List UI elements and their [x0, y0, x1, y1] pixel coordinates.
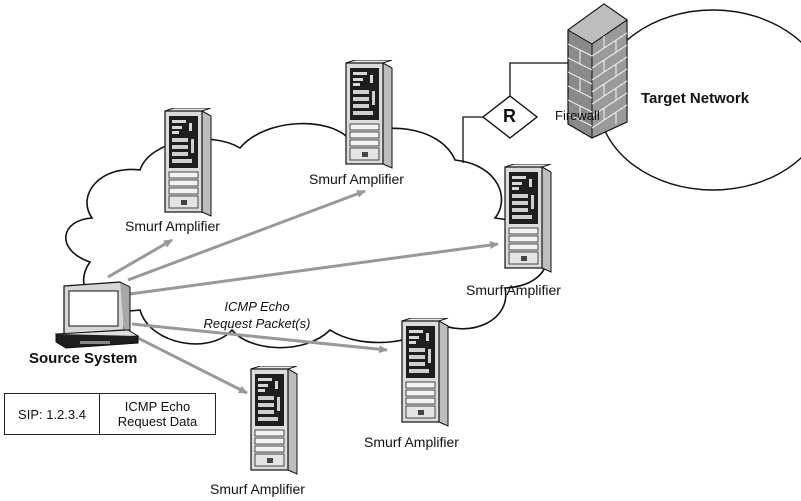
packet-data-field: ICMP Echo Request Data — [100, 394, 215, 434]
icmp-echo-line2: Request Packet(s) — [203, 316, 311, 331]
router-label: R — [503, 106, 516, 126]
arrow-to-amplifier-left — [107, 238, 173, 279]
brick-wall-icon — [567, 3, 628, 139]
icmp-echo-line1: ICMP Echo — [224, 299, 290, 314]
icmp-echo-label: ICMP Echo Request Packet(s) — [202, 298, 312, 332]
amplifier-label-lower-right: Smurf Amplifier — [364, 434, 459, 450]
desktop-computer-icon — [54, 281, 140, 349]
packet-data-line2: Request Data — [117, 414, 198, 429]
amplifier-label-left: Smurf Amplifier — [125, 218, 220, 234]
firewall-label: Firewall — [555, 108, 600, 123]
arrow-to-amplifier-right — [129, 241, 499, 296]
amplifier-label-bottom: Smurf Amplifier — [210, 481, 305, 497]
packet-sip-field: SIP: 1.2.3.4 — [5, 394, 100, 434]
server-tower-icon — [250, 366, 298, 475]
amplifier-label-top: Smurf Amplifier — [309, 171, 404, 187]
server-tower-icon — [164, 108, 212, 217]
server-tower-icon — [345, 60, 393, 169]
packet-data-line1: ICMP Echo — [124, 399, 191, 414]
network-links — [462, 62, 568, 163]
icmp-arrows — [107, 189, 499, 395]
router-diamond-icon — [481, 95, 539, 139]
arrow-to-amplifier-bottom — [125, 330, 248, 395]
server-tower-icon — [504, 164, 552, 273]
packet-structure: SIP: 1.2.3.4 ICMP Echo Request Data — [4, 393, 216, 435]
amplifier-label-right: Smurf Amplifier — [466, 282, 561, 298]
source-system-label: Source System — [29, 350, 138, 367]
arrow-to-amplifier-lower-right — [131, 322, 388, 354]
arrow-to-amplifier-top — [127, 189, 366, 282]
target-network-label: Target Network — [641, 90, 750, 107]
server-tower-icon — [401, 318, 449, 427]
